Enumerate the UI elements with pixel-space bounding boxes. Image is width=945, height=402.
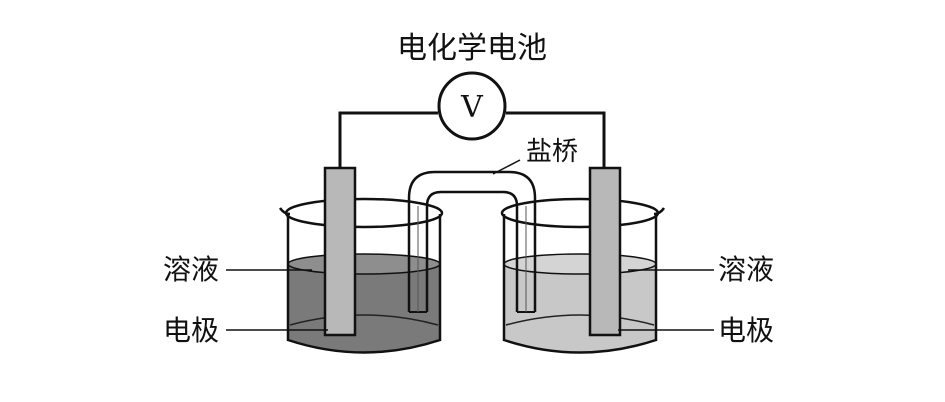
left-electrode xyxy=(323,166,357,337)
left-solution-label: 溶液 xyxy=(163,253,219,286)
right-electrode-label: 电极 xyxy=(718,314,774,347)
salt-bridge xyxy=(407,170,537,313)
salt-bridge-outer xyxy=(407,170,537,312)
left-beaker-wall xyxy=(286,214,442,354)
left-beaker-rim xyxy=(284,197,444,229)
salt-bridge-label: 盐桥 xyxy=(526,137,578,167)
left-beaker xyxy=(278,166,444,354)
left-wire xyxy=(338,111,438,170)
salt-bridge-leader xyxy=(492,159,521,175)
left-beaker-spout xyxy=(278,207,291,216)
right-solution-surface xyxy=(503,253,657,275)
voltmeter-symbol: V xyxy=(460,90,484,125)
left-electrode-label: 电极 xyxy=(163,314,219,347)
right-beaker-rim xyxy=(500,197,660,229)
right-electrode xyxy=(588,166,622,337)
salt-bridge-inner xyxy=(425,190,519,312)
right-beaker-spout xyxy=(653,207,666,216)
voltmeter-circle xyxy=(437,71,507,141)
right-solution-label: 溶液 xyxy=(718,253,774,286)
right-bottom-inner xyxy=(505,314,655,326)
diagram-title: 电化学电池 xyxy=(397,31,547,66)
voltmeter: V xyxy=(437,71,507,141)
right-beaker-wall xyxy=(502,214,658,354)
right-wire xyxy=(506,111,606,170)
left-solution-surface xyxy=(287,253,441,275)
left-bottom-inner xyxy=(289,314,439,326)
right-beaker xyxy=(500,166,666,354)
